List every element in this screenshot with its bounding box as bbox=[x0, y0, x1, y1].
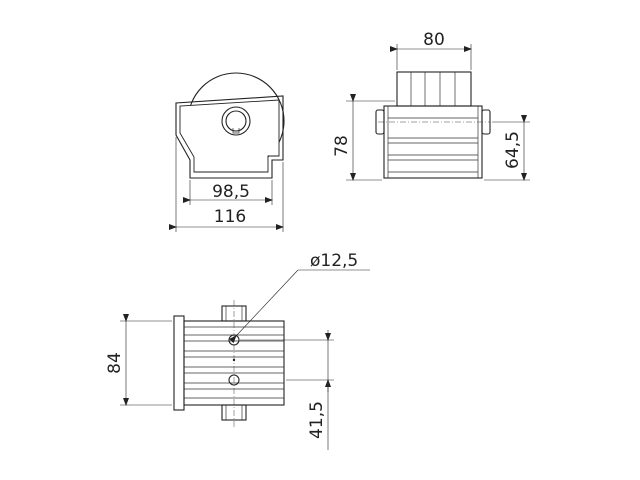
hole-top bbox=[228, 334, 240, 346]
dim-64-5: 64,5 bbox=[503, 131, 523, 169]
dim-diameter: ø12,5 bbox=[310, 251, 358, 271]
hub-inner bbox=[225, 110, 247, 132]
dim-84: 84 bbox=[105, 352, 125, 374]
hole-bottom bbox=[228, 374, 240, 386]
front-view: 80 78 64,5 bbox=[332, 30, 530, 181]
bracket-outline bbox=[175, 95, 284, 179]
dim-78: 78 bbox=[332, 135, 352, 157]
knob-left bbox=[375, 109, 385, 135]
base-plate bbox=[173, 315, 185, 411]
dim-116: 116 bbox=[214, 207, 246, 227]
dim-80: 80 bbox=[423, 30, 445, 50]
leader-diameter bbox=[229, 269, 299, 344]
knob-right bbox=[481, 109, 491, 135]
handle-block bbox=[396, 71, 472, 107]
dim-41-5: 41,5 bbox=[307, 401, 327, 439]
hub-outer bbox=[221, 106, 251, 136]
top-view: ø12,5 84 41,5 bbox=[105, 251, 370, 450]
front-body bbox=[383, 105, 483, 179]
dim-98-5: 98,5 bbox=[212, 182, 250, 202]
side-view: 98,5 116 bbox=[169, 72, 285, 232]
